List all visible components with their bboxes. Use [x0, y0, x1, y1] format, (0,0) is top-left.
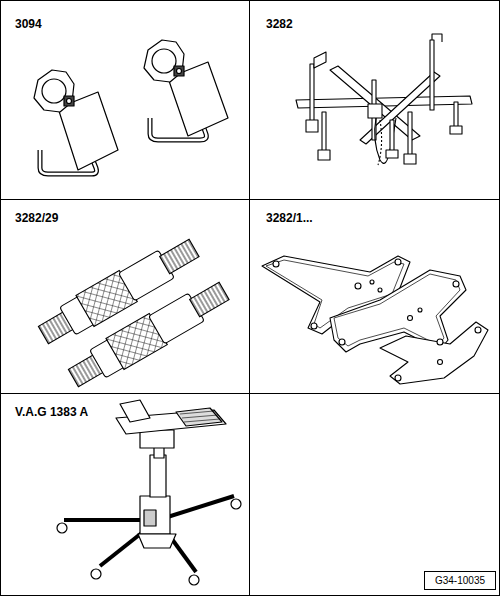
plate-3282-1 — [262, 256, 488, 384]
pin-3282-29 — [64, 275, 233, 393]
jack-vag-1383a — [57, 400, 241, 585]
fixture-3282 — [296, 34, 472, 165]
tool-number: V.A.G 1383 A — [15, 405, 88, 419]
tool-cell: 3094 — [0, 0, 250, 200]
tool-cell: 3282 — [249, 0, 500, 200]
empty-cell — [250, 394, 500, 596]
clamp-3094 — [144, 40, 228, 140]
tool-number: 3094 — [15, 17, 42, 31]
tool-number: 3282 — [266, 17, 293, 31]
tool-cell: V.A.G 1383 A — [0, 393, 250, 596]
tool-number: 3282/29 — [15, 211, 58, 225]
tool-cell: 3282/29 — [0, 199, 250, 394]
clamp-3094 — [34, 70, 118, 174]
tool-number: 3282/1... — [266, 211, 313, 225]
figure-reference: G34-10035 — [435, 575, 485, 586]
tool-cell: 3282/1... — [249, 199, 500, 394]
reference-box: G34-10035 — [424, 571, 496, 590]
